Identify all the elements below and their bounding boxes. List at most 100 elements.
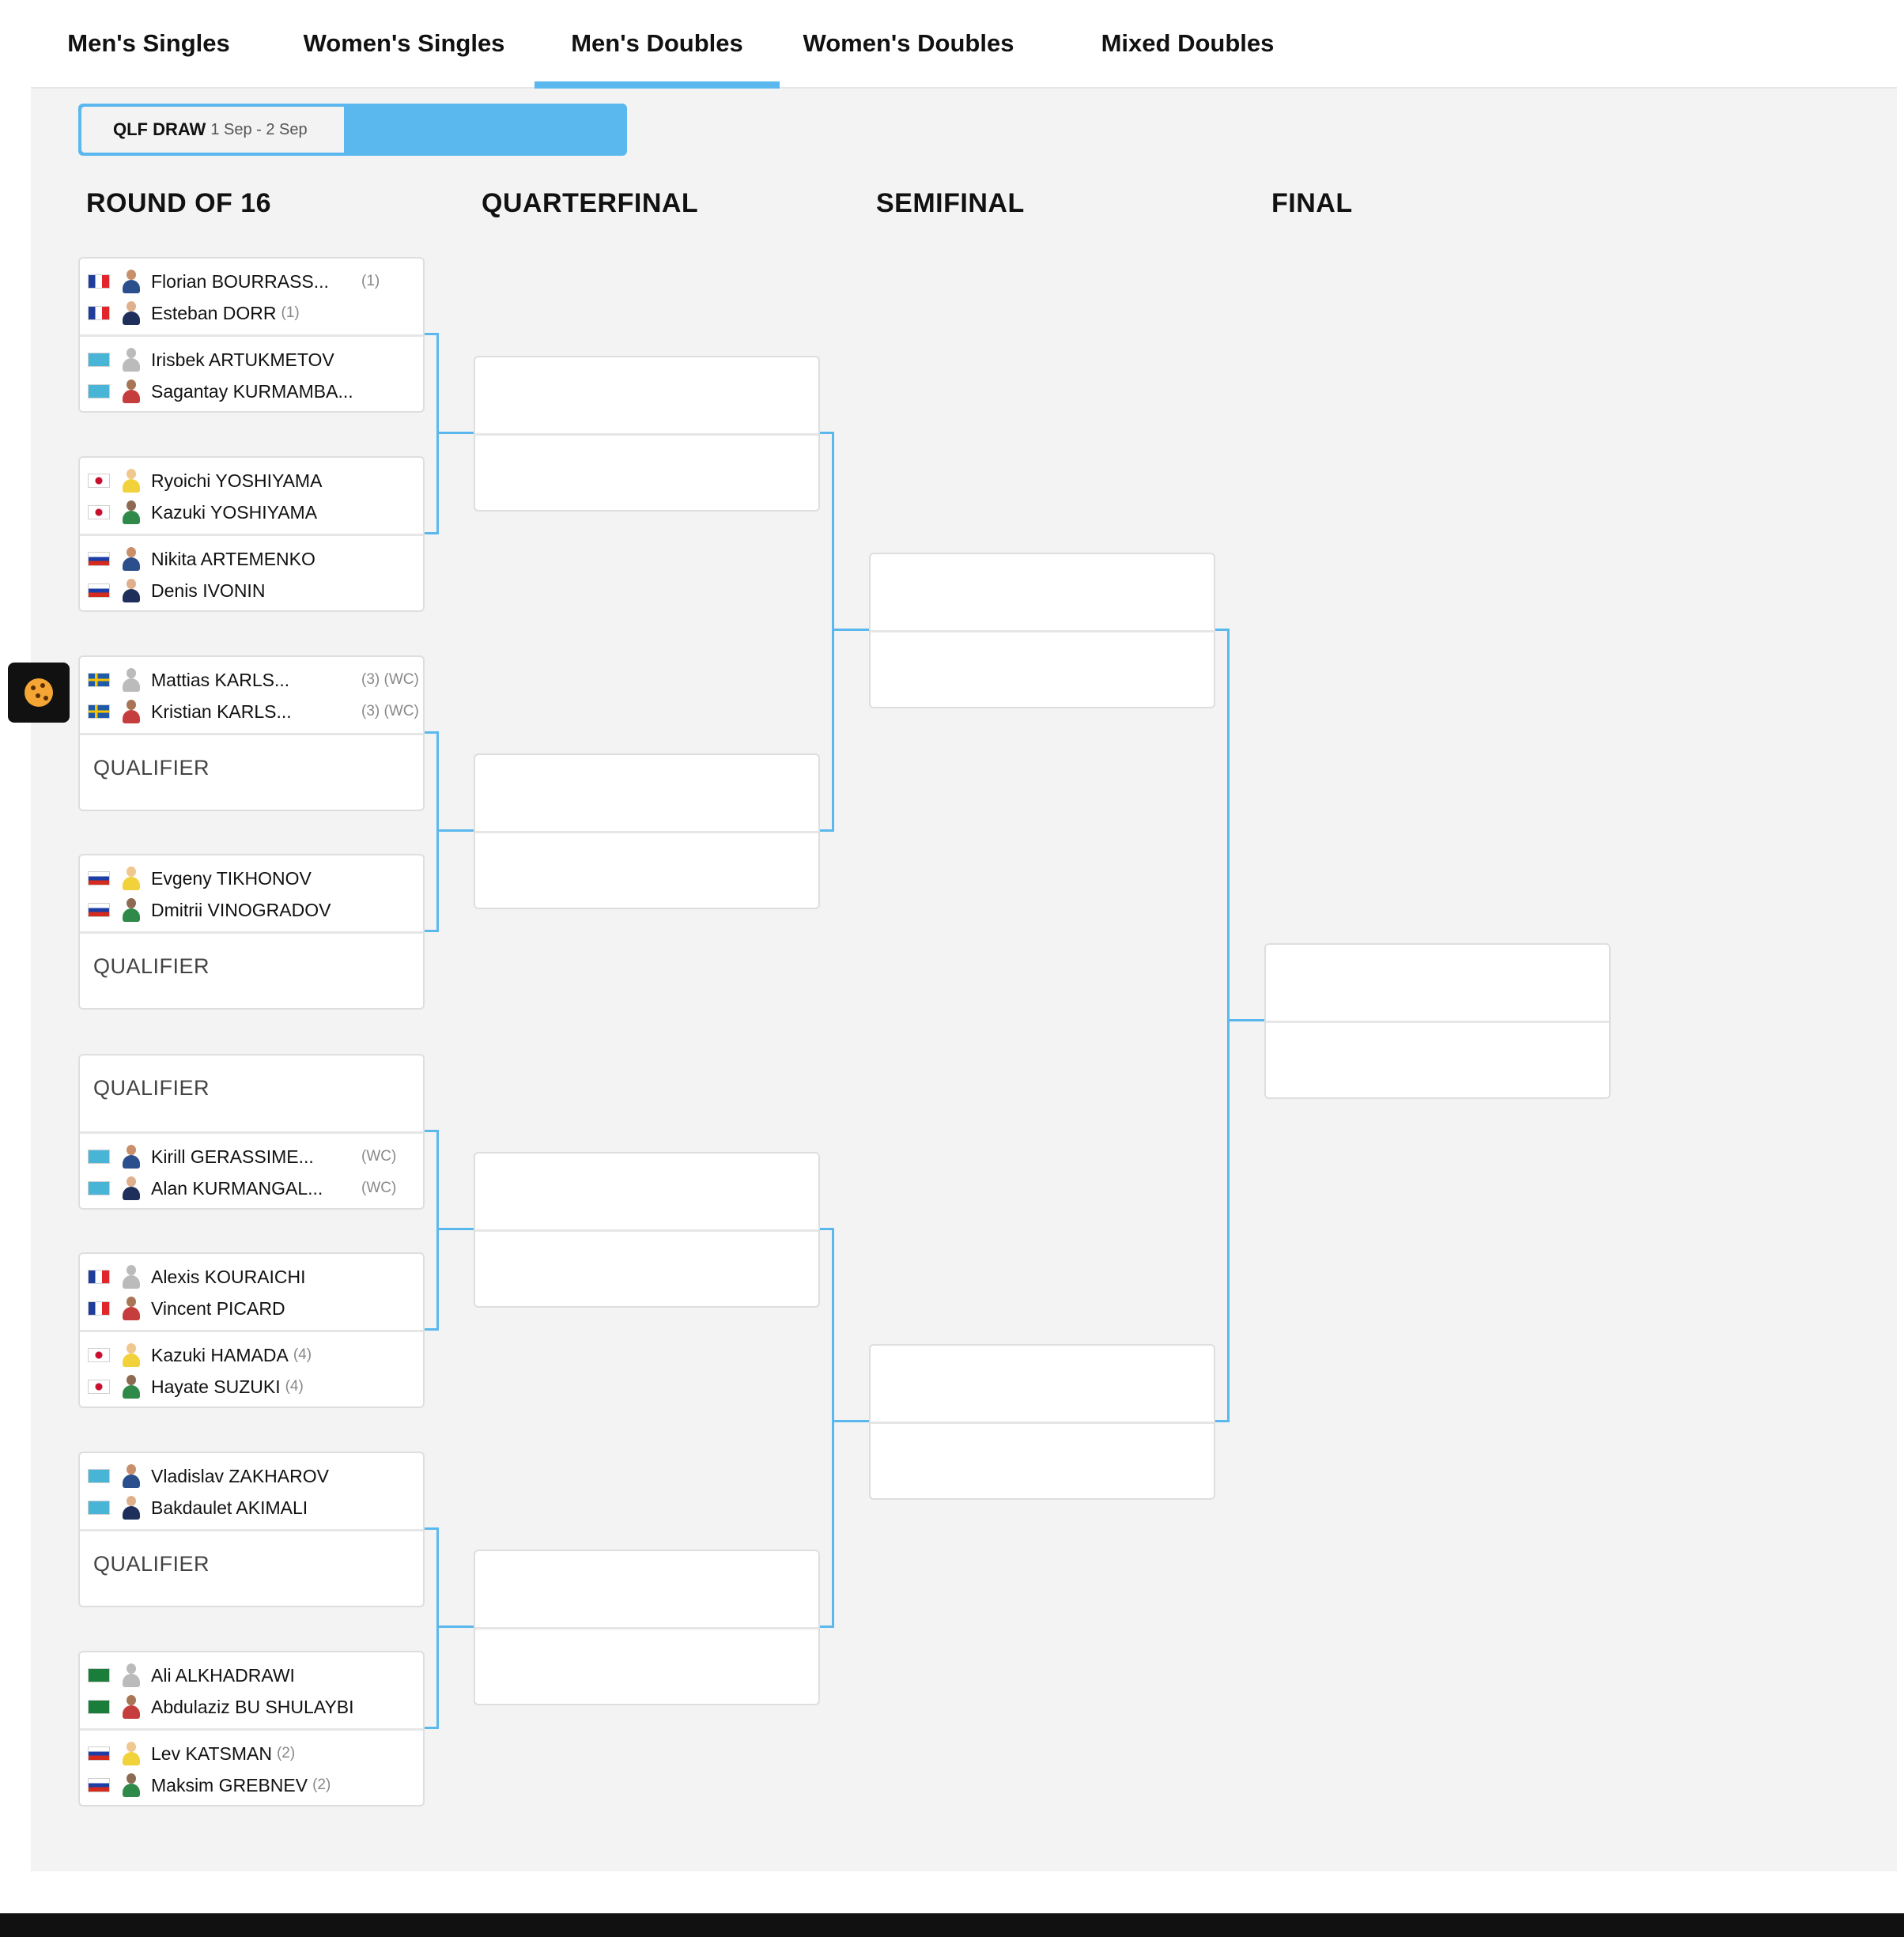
player-name[interactable]: Irisbek ARTUKMETOV [151,349,334,370]
r16-match[interactable]: Mattias KARLS...(3) (WC)Kristian KARLS..… [78,655,425,811]
player-name[interactable]: Abdulaziz BU SHULAYBI [151,1696,354,1717]
team-slot[interactable] [475,1629,818,1705]
player-name[interactable]: Kristian KARLS... [151,700,292,722]
team[interactable]: Irisbek ARTUKMETOV Sagantay KURMAMBA... [80,337,423,413]
team-slot[interactable] [1266,945,1609,1021]
player-row[interactable]: Sagantay KURMAMBA... [88,376,353,407]
player-name[interactable]: Ryoichi YOSHIYAMA [151,470,323,491]
r16-match[interactable]: Evgeny TIKHONOV Dmitrii VINOGRADOV QUALIFI… [78,854,425,1010]
player-row[interactable]: Irisbek ARTUKMETOV [88,344,334,376]
player-row[interactable]: Ryoichi YOSHIYAMA [88,465,322,497]
team-slot[interactable] [871,1346,1214,1422]
team[interactable]: Kirill GERASSIME...(WC)Alan KURMANGAL...… [80,1134,423,1210]
player-row[interactable]: Vincent PICARD [88,1293,285,1324]
team[interactable]: Ali ALKHADRAWI Abdulaziz BU SHULAYBI [80,1652,423,1728]
player-row[interactable]: Denis IVONIN [88,575,265,606]
player-row[interactable]: Alan KURMANGAL...(WC) [88,1172,396,1204]
team-slot[interactable] [475,436,818,512]
player-name[interactable]: Hayate SUZUKI [151,1376,281,1397]
tab-women-s-singles[interactable]: Women's Singles [303,29,505,57]
draw-selector[interactable]: QLF DRAW 1 Sep - 2 Sep [78,104,627,156]
r16-match[interactable]: Ali ALKHADRAWI Abdulaziz BU SHULAYBI Lev K… [78,1651,425,1807]
player-row[interactable]: Kristian KARLS...(3) (WC) [88,696,419,727]
player-name[interactable]: Alexis KOURAICHI [151,1266,306,1287]
r16-match[interactable]: Ryoichi YOSHIYAMA Kazuki YOSHIYAMA Nikita … [78,456,425,612]
r16-match[interactable]: Florian BOURRASS...(1)Esteban DORR(1)Iri… [78,257,425,413]
tab-women-s-doubles[interactable]: Women's Doubles [803,29,1014,57]
player-row[interactable]: Vladislav ZAKHAROV [88,1460,329,1492]
sf-match[interactable] [869,553,1215,708]
player-row[interactable]: Lev KATSMAN(2) [88,1738,295,1769]
player-row[interactable]: Maksim GREBNEV(2) [88,1769,331,1801]
player-name[interactable]: Sagantay KURMAMBA... [151,380,353,402]
team[interactable]: Mattias KARLS...(3) (WC)Kristian KARLS..… [80,657,423,733]
player-name[interactable]: Bakdaulet AKIMALI [151,1497,308,1518]
qf-match[interactable] [474,1550,820,1705]
player-row[interactable]: Kazuki HAMADA(4) [88,1339,312,1371]
player-row[interactable]: Alexis KOURAICHI [88,1261,306,1293]
player-row[interactable]: Florian BOURRASS...(1) [88,266,380,297]
team-slot[interactable] [871,554,1214,630]
player-name[interactable]: Florian BOURRASS... [151,270,329,292]
player-row[interactable]: Nikita ARTEMENKO [88,543,315,575]
team-slot[interactable] [475,1551,818,1627]
team[interactable]: Lev KATSMAN(2)Maksim GREBNEV(2) [80,1731,423,1807]
r16-match[interactable]: Alexis KOURAICHI Vincent PICARD Kazuki HAM… [78,1252,425,1408]
player-row[interactable]: Mattias KARLS...(3) (WC) [88,664,419,696]
player-name[interactable]: Maksim GREBNEV [151,1774,308,1795]
team[interactable]: Ryoichi YOSHIYAMA Kazuki YOSHIYAMA [80,458,423,534]
r16-match[interactable]: Vladislav ZAKHAROV Bakdaulet AKIMALI QUALI… [78,1452,425,1607]
team[interactable]: Evgeny TIKHONOV Dmitrii VINOGRADOV [80,855,423,931]
qf-match[interactable] [474,753,820,909]
player-name[interactable]: Dmitrii VINOGRADOV [151,899,331,920]
team-slot[interactable] [871,1424,1214,1500]
qlf-draw-option[interactable]: QLF DRAW 1 Sep - 2 Sep [81,107,344,153]
player-row[interactable]: Ali ALKHADRAWI [88,1659,295,1691]
tab-men-s-doubles[interactable]: Men's Doubles [535,0,780,89]
team-slot[interactable] [475,1154,818,1229]
team[interactable]: Kazuki HAMADA(4)Hayate SUZUKI(4) [80,1332,423,1408]
player-name[interactable]: Kirill GERASSIME... [151,1146,314,1167]
qf-match[interactable] [474,356,820,512]
player-name[interactable]: Kazuki YOSHIYAMA [151,501,318,523]
player-name[interactable]: Lev KATSMAN [151,1743,272,1764]
team[interactable]: QUALIFIER [80,934,423,1010]
player-row[interactable]: Bakdaulet AKIMALI [88,1492,308,1524]
player-row[interactable]: Abdulaziz BU SHULAYBI [88,1691,354,1723]
team[interactable]: Vladislav ZAKHAROV Bakdaulet AKIMALI [80,1453,423,1529]
team[interactable]: QUALIFIER [80,735,423,811]
team[interactable]: QUALIFIER [80,1055,423,1131]
player-name[interactable]: Mattias KARLS... [151,669,290,690]
team[interactable]: Alexis KOURAICHI Vincent PICARD [80,1254,423,1330]
qf-match[interactable] [474,1152,820,1308]
player-name[interactable]: Vladislav ZAKHAROV [151,1465,329,1486]
player-name[interactable]: Kazuki HAMADA [151,1344,289,1365]
team[interactable]: QUALIFIER [80,1531,423,1607]
player-name[interactable]: Denis IVONIN [151,580,266,601]
player-name[interactable]: Nikita ARTEMENKO [151,548,315,569]
player-name[interactable]: Evgeny TIKHONOV [151,867,312,889]
player-row[interactable]: Kirill GERASSIME...(WC) [88,1141,396,1172]
team-slot[interactable] [475,357,818,433]
tab-mixed-doubles[interactable]: Mixed Doubles [1101,29,1275,57]
player-name[interactable]: Ali ALKHADRAWI [151,1664,295,1686]
sf-match[interactable] [869,1344,1215,1500]
player-row[interactable]: Esteban DORR(1) [88,297,300,329]
player-row[interactable]: Dmitrii VINOGRADOV [88,894,331,926]
final-match[interactable] [1264,943,1611,1099]
team[interactable]: Nikita ARTEMENKO Denis IVONIN [80,536,423,612]
team-slot[interactable] [871,632,1214,708]
player-name[interactable]: Esteban DORR [151,302,277,323]
team-slot[interactable] [475,1232,818,1308]
team[interactable]: Florian BOURRASS...(1)Esteban DORR(1) [80,259,423,334]
player-row[interactable]: Hayate SUZUKI(4) [88,1371,304,1403]
team-slot[interactable] [475,755,818,831]
team-slot[interactable] [1266,1023,1609,1099]
player-row[interactable]: Evgeny TIKHONOV [88,863,312,894]
player-name[interactable]: Alan KURMANGAL... [151,1177,323,1199]
cookie-settings-button[interactable] [8,663,70,723]
tab-men-s-singles[interactable]: Men's Singles [67,29,230,57]
player-name[interactable]: Vincent PICARD [151,1297,285,1319]
player-row[interactable]: Kazuki YOSHIYAMA [88,497,317,528]
